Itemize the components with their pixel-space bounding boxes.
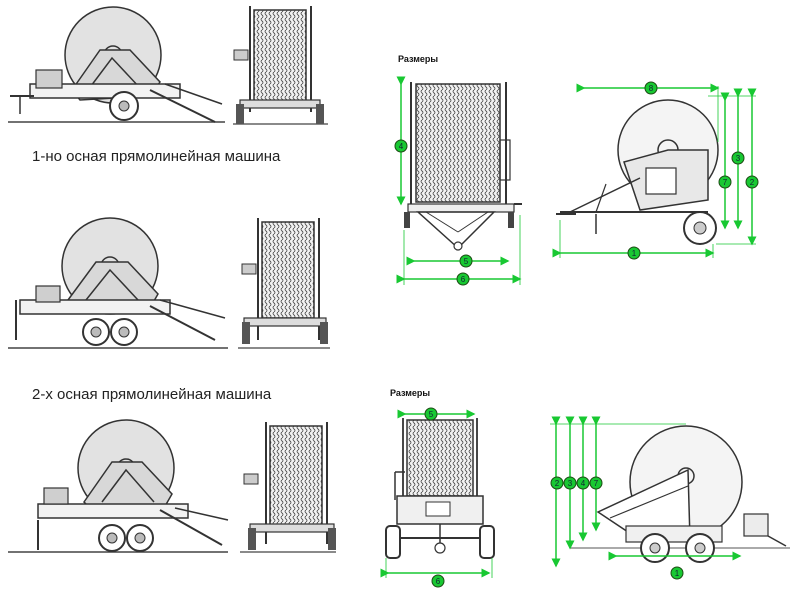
- dim-marker-bottom-side-1: 1: [670, 566, 684, 580]
- svg-text:6: 6: [461, 275, 466, 284]
- dim-marker-bottom-side-2: 2: [550, 476, 564, 490]
- svg-text:4: 4: [581, 479, 586, 488]
- svg-text:3: 3: [568, 479, 573, 488]
- svg-text:7: 7: [594, 479, 599, 488]
- bottom-side-dimension-view: [550, 416, 790, 568]
- svg-text:2: 2: [555, 479, 560, 488]
- bottom-front-dimension-view: [380, 409, 495, 578]
- svg-text:7: 7: [723, 178, 728, 187]
- dimensions-title-top: Размеры: [398, 54, 439, 64]
- dim-marker-top-front-6: 6: [456, 272, 470, 286]
- svg-text:1: 1: [632, 249, 637, 258]
- double-axle-caption: 2-х осная прямолинейная машина: [32, 386, 272, 403]
- dim-marker-bottom-front-6: 6: [431, 574, 445, 588]
- dim-marker-top-side-3: 3: [731, 151, 745, 165]
- dim-marker-bottom-side-7: 7: [589, 476, 603, 490]
- svg-text:4: 4: [399, 142, 404, 151]
- dim-marker-top-side-1: 1: [627, 246, 641, 260]
- double-axle-side-view-1: [8, 217, 228, 349]
- single-axle-side-view: [8, 6, 225, 123]
- svg-text:6: 6: [436, 577, 441, 586]
- double-axle-rear-view-2: [240, 422, 336, 553]
- svg-text:1: 1: [675, 569, 680, 578]
- dimension-markers: 4 5 6 8 3 7 2 1 5 6 2 3 4 7 1: [394, 81, 759, 588]
- dim-marker-top-side-8: 8: [644, 81, 658, 95]
- dim-marker-top-front-4: 4: [394, 139, 408, 153]
- dim-marker-top-side-2: 2: [745, 175, 759, 189]
- top-front-dimension-view: [396, 76, 522, 285]
- svg-text:5: 5: [429, 410, 434, 419]
- dim-marker-bottom-side-3: 3: [563, 476, 577, 490]
- svg-text:5: 5: [464, 257, 469, 266]
- dim-marker-top-front-5: 5: [459, 254, 473, 268]
- dim-marker-bottom-side-4: 4: [576, 476, 590, 490]
- dim-marker-bottom-front-5: 5: [424, 407, 438, 421]
- svg-text:8: 8: [649, 84, 654, 93]
- single-axle-caption: 1-но осная прямолинейная машина: [32, 148, 281, 165]
- svg-text:3: 3: [736, 154, 741, 163]
- svg-text:2: 2: [750, 178, 755, 187]
- dim-marker-top-side-7: 7: [718, 175, 732, 189]
- double-axle-side-view-2: [8, 419, 229, 553]
- double-axle-rear-view-1: [238, 218, 330, 349]
- dimensions-title-bottom: Размеры: [390, 388, 431, 398]
- top-side-dimension-view: [552, 83, 757, 258]
- single-axle-rear-view: [233, 6, 328, 125]
